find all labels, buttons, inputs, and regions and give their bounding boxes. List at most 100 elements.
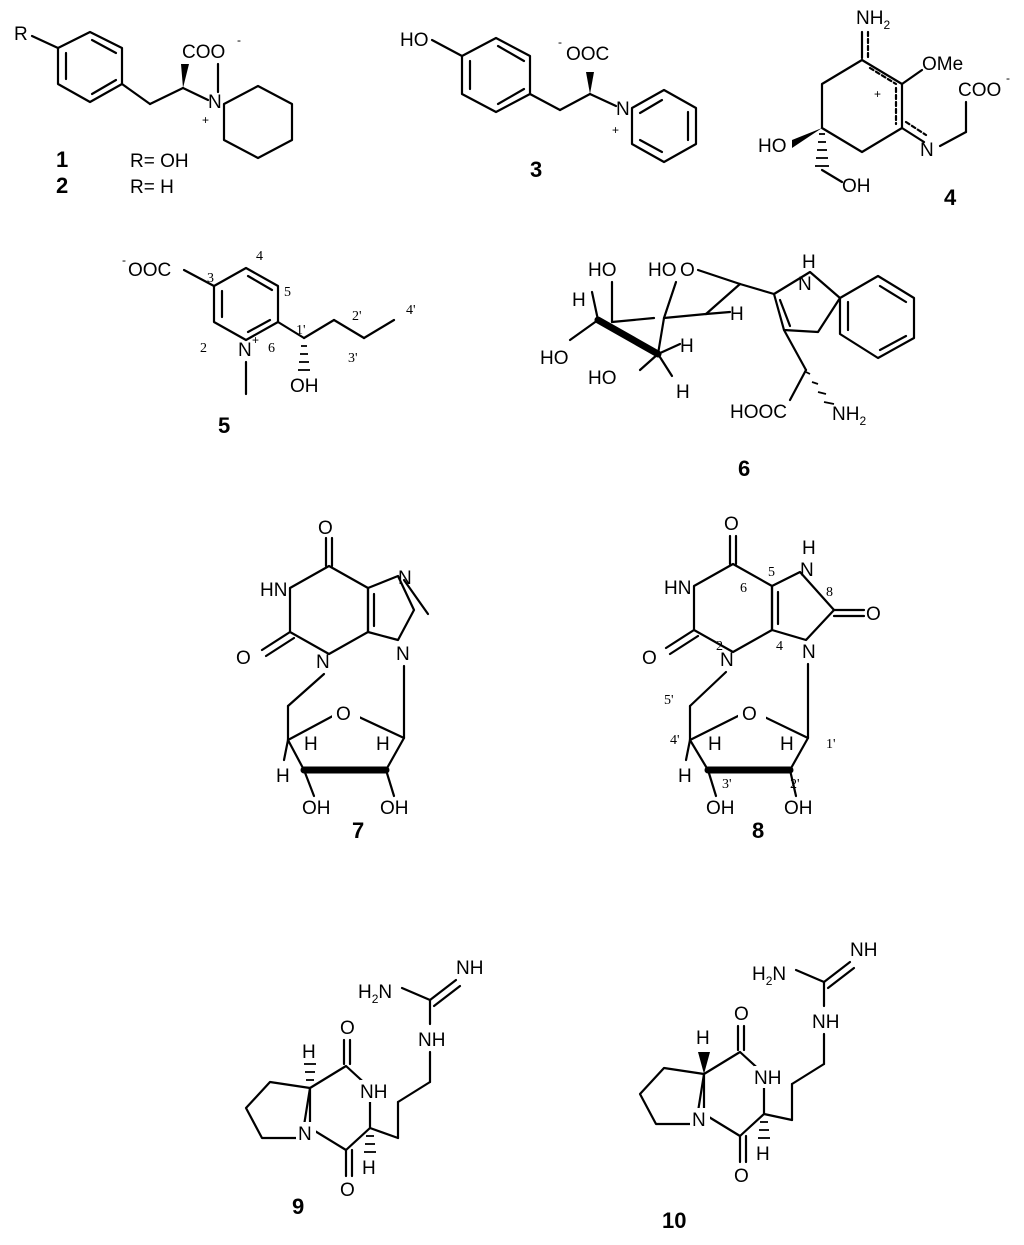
num-8-3p: 3': [722, 777, 732, 792]
oh-label-4: OH: [842, 176, 871, 197]
num-5-2p: 2': [352, 309, 362, 324]
h-label-6c: H: [680, 336, 694, 357]
oh-label-5: OH: [290, 376, 319, 397]
n-label-4: N: [920, 140, 934, 161]
hooc-label-6: HOOC: [730, 402, 787, 423]
o-label-9b: O: [340, 1180, 355, 1201]
h-label-8c: H: [678, 766, 692, 787]
h2n-label-9: H2N: [358, 982, 392, 1006]
num-8-2: 2: [716, 639, 723, 654]
h-label-8b: H: [780, 734, 794, 755]
structure-3: HO - OOC N + 3: [400, 30, 698, 182]
num-5-3p: 3': [348, 351, 358, 366]
num-8-1p: 1': [826, 737, 836, 752]
r-equals-oh: R= OH: [130, 151, 189, 172]
nh-label-10b: NH: [812, 1012, 839, 1033]
o-label-8d: O: [742, 704, 757, 725]
ome-label-4: OMe: [922, 54, 963, 75]
n-label-9: N: [298, 1124, 312, 1145]
compound-2-id: 2: [56, 173, 68, 198]
o-label-8c: O: [866, 604, 881, 625]
minus-charge-5: -: [122, 253, 126, 267]
oh-label-7a: OH: [302, 798, 331, 819]
o-label-6: O: [680, 260, 695, 281]
structure-1-2: R COO - N + 1 2 R= OH R= H: [14, 24, 294, 198]
num-8-5: 5: [768, 565, 775, 580]
structure-7: O HN O N N N O H H H OH OH 7: [236, 518, 430, 843]
oh-label-7b: OH: [380, 798, 409, 819]
num-8-2p: 2': [790, 777, 800, 792]
plus-charge-4: +: [874, 87, 881, 101]
structure-5: - OOC N + OH 3 4 5 2 6 1' 2' 3' 4': [122, 249, 416, 438]
hn-label-8: HN: [664, 578, 691, 599]
o-label-9a: O: [340, 1018, 355, 1039]
structure-9: NH H2N NH O NH N O H H: [244, 958, 483, 1219]
o-label-7c: O: [336, 704, 351, 725]
plus-charge-1: +: [202, 113, 209, 127]
num-5-3: 3: [207, 271, 214, 286]
nh-label-10a: NH: [850, 940, 877, 961]
compound-1-id: 1: [56, 147, 68, 172]
h-label-10b: H: [756, 1144, 770, 1165]
num-8-4p: 4': [670, 733, 680, 748]
minus-charge-1: -: [237, 33, 241, 47]
nh-label-9b: NH: [418, 1030, 445, 1051]
compound-6-id: 6: [738, 456, 750, 481]
nh2-label-4: NH2: [856, 8, 890, 32]
minus-charge-3: -: [558, 35, 562, 49]
r-label: R: [14, 24, 28, 45]
o-label-7a: O: [318, 518, 333, 539]
n-label-3: N: [616, 99, 630, 120]
plus-charge-5: +: [252, 333, 259, 347]
numbering-5: 3 4 5 2 6 1' 2' 3' 4': [200, 249, 416, 366]
ho-label-6b: HO: [648, 260, 677, 281]
h-label-6d: H: [676, 382, 690, 403]
h-label-6b: H: [572, 290, 586, 311]
compound-10-id: 10: [662, 1208, 686, 1233]
o-label-8b: O: [642, 648, 657, 669]
num-8-4: 4: [776, 639, 783, 654]
num-5-1p: 1': [296, 323, 306, 338]
h-label-7c: H: [276, 766, 290, 787]
ooc-label-5: OOC: [128, 260, 171, 281]
h-label-6a: H: [730, 304, 744, 325]
nh-label-9a: NH: [456, 958, 483, 979]
n-label-7a: N: [316, 652, 330, 673]
nh-label-10c: NH: [754, 1068, 781, 1089]
num-5-6: 6: [268, 341, 275, 356]
coo-label-1: COO: [182, 42, 225, 63]
ho-label-6c: HO: [540, 348, 569, 369]
ooc-label-3: OOC: [566, 44, 609, 65]
o-label-7b: O: [236, 648, 251, 669]
n-label-10: N: [692, 1110, 706, 1131]
compound-4-id: 4: [944, 185, 957, 210]
coo-label-4: COO: [958, 80, 1001, 101]
num-5-4p: 4': [406, 303, 416, 318]
h-label-10a: H: [696, 1028, 710, 1049]
n-label-7c: N: [396, 644, 410, 665]
h-label-9b: H: [362, 1158, 376, 1179]
o-label-10b: O: [734, 1166, 749, 1187]
h-label-9a: H: [302, 1042, 316, 1063]
ho-label-6a: HO: [588, 260, 617, 281]
structure-10: NH H2N NH O NH N O H H 10: [638, 940, 877, 1233]
hn-label-6: H: [802, 252, 816, 273]
ho-label-6d: HO: [588, 368, 617, 389]
num-5-4: 4: [256, 249, 263, 264]
num-5-2: 2: [200, 341, 207, 356]
r-equals-h: R= H: [130, 177, 174, 198]
n-label-8c: N: [802, 642, 816, 663]
num-5-5: 5: [284, 285, 291, 300]
oh-label-8b: OH: [784, 798, 813, 819]
hn-label-7: HN: [260, 580, 287, 601]
num-8-6: 6: [740, 581, 747, 596]
n-label-1: N: [208, 92, 222, 113]
plus-charge-3: +: [612, 123, 619, 137]
h-label-7b: H: [376, 734, 390, 755]
h-label-8top: H: [802, 538, 816, 559]
n-label-7b: N: [398, 568, 412, 589]
oh-label-8a: OH: [706, 798, 735, 819]
ho-label-4: HO: [758, 136, 787, 157]
o-label-8a: O: [724, 514, 739, 535]
